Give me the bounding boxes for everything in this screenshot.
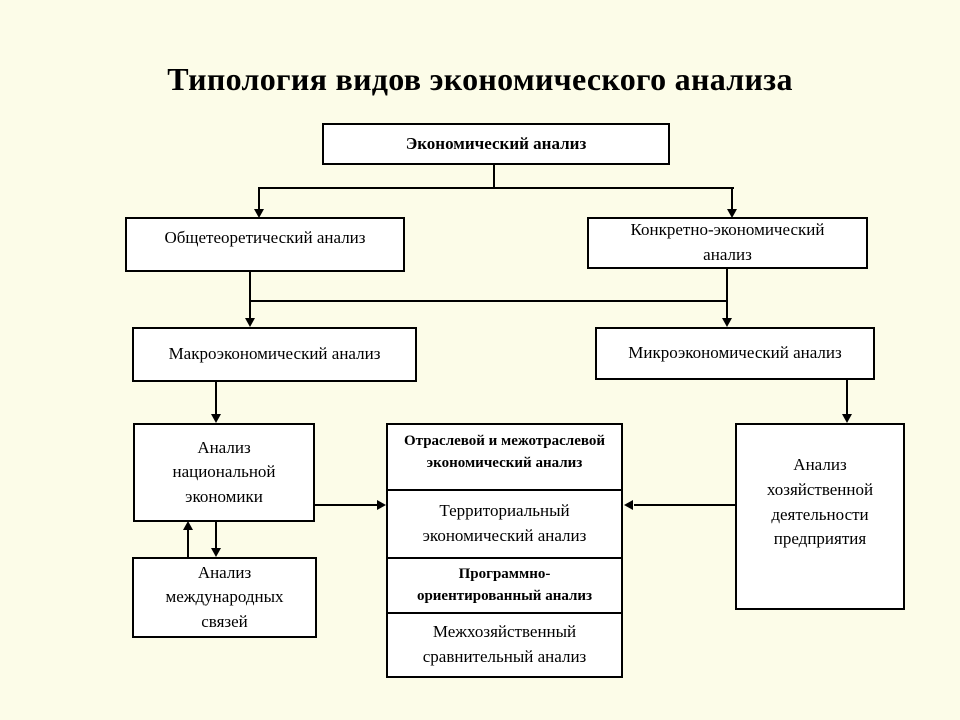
node-general-theoretical-analysis: Общетеоретический анализ [125, 217, 405, 272]
connector-macro-down [215, 381, 217, 415]
node-economic-analysis: Экономический анализ [322, 123, 670, 165]
connector-to-concrete [731, 187, 733, 210]
middle-column-group: Отраслевой и межотраслевой экономический… [386, 423, 623, 678]
arrowhead-to-general [254, 209, 264, 218]
node-international-relations-analysis: Анализ международных связей [132, 557, 317, 638]
arrowhead-to-concrete [727, 209, 737, 218]
connector-to-general [258, 187, 260, 210]
page-title: Типология видов экономического анализа [167, 61, 793, 97]
connector-international-up [187, 529, 189, 557]
connector-national-to-territorial [315, 504, 378, 506]
arrowhead-to-micro [722, 318, 732, 327]
connector-level2-crossbar [258, 187, 734, 189]
connector-national-down [215, 522, 217, 549]
arrowhead-into-middle-right [624, 500, 633, 510]
arrowhead-down-to-international [211, 548, 221, 557]
node-macroeconomic-analysis: Макроэкономический анализ [132, 327, 417, 382]
arrowhead-to-macro [245, 318, 255, 327]
connector-enterprise-to-territorial [634, 504, 736, 506]
connector-micro-down [846, 379, 848, 415]
node-national-economy-analysis: Анализ национальной экономики [133, 423, 315, 522]
node-microeconomic-analysis: Микроэкономический анализ [595, 327, 875, 380]
node-territorial-analysis: Территориальный экономический анализ [388, 489, 621, 557]
node-interfarm-comparative-analysis: Межхозяйственный сравнительный анализ [388, 612, 621, 676]
node-enterprise-activity-analysis: Анализ хозяйственной деятельности предпр… [735, 423, 905, 610]
node-concrete-economic-analysis: Конкретно-экономический анализ [587, 217, 868, 269]
node-sectoral-intersectoral-analysis: Отраслевой и межотраслевой экономический… [403, 433, 606, 471]
arrowhead-into-middle-left [377, 500, 386, 510]
connector-level3-crossbar [249, 300, 728, 302]
arrowhead-to-enterprise [842, 414, 852, 423]
arrowhead-up-to-national [183, 521, 193, 530]
connector-concrete-down [726, 268, 728, 320]
connector-root-stem [493, 165, 495, 189]
node-program-oriented-analysis: Программно- ориентированный анализ [388, 557, 621, 612]
arrowhead-to-national [211, 414, 221, 423]
connector-general-down [249, 271, 251, 320]
